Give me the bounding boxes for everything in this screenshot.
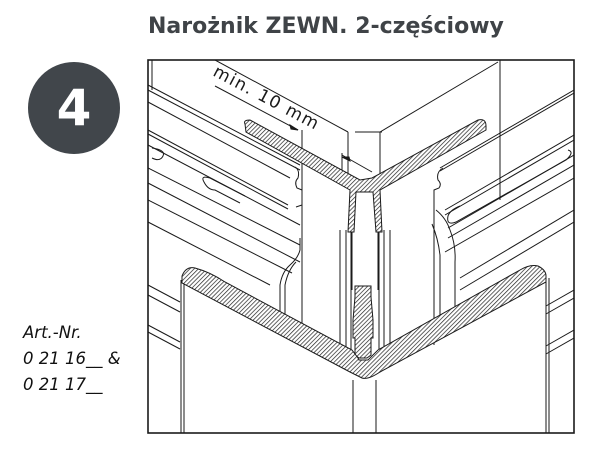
dimension-label: min. 10 mm <box>210 62 324 135</box>
lower-profile-section <box>181 265 547 379</box>
article-number-2: 0 21 17__ <box>23 375 103 394</box>
upper-profile-section <box>244 119 487 233</box>
step-number-badge: 4 <box>28 62 120 154</box>
article-number-1: 0 21 16__ & <box>23 349 121 368</box>
drawing-frame <box>147 59 575 434</box>
page-title: Narożnik ZEWN. 2-częściowy <box>148 14 504 39</box>
article-label: Art.-Nr. <box>23 323 82 342</box>
step-number: 4 <box>56 79 92 137</box>
insert-section <box>352 285 374 359</box>
article-numbers: Art.-Nr. 0 21 16__ & 0 21 17__ <box>23 320 121 398</box>
